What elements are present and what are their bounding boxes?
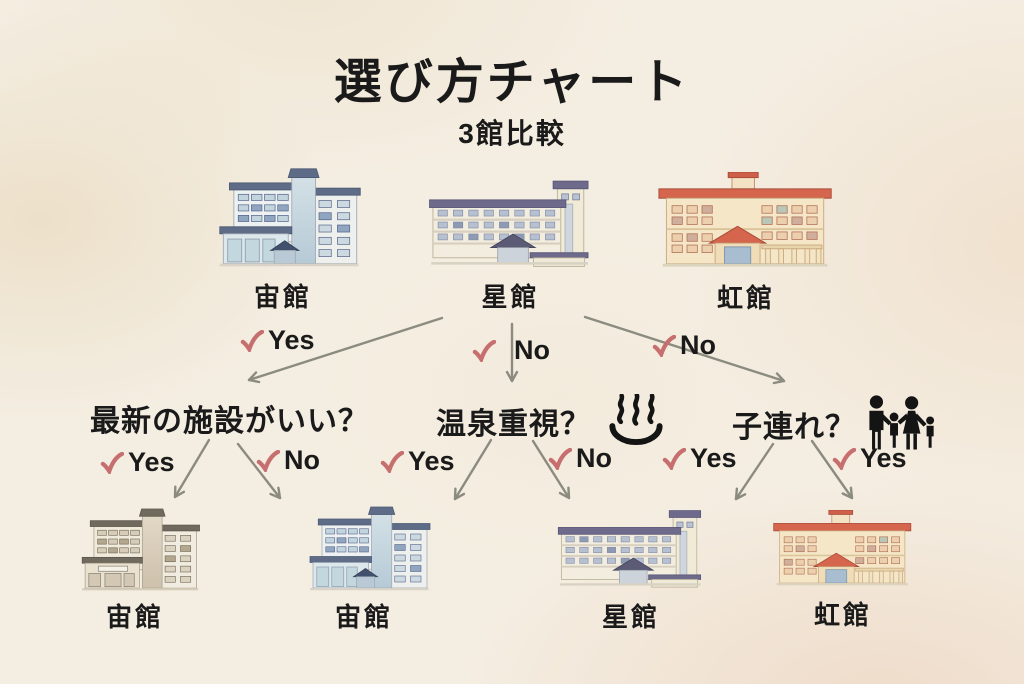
arrow-q1-yes — [173, 438, 211, 499]
arrow-q2-yes — [453, 438, 493, 501]
question-onsen: 温泉重視？ — [436, 394, 672, 448]
result-building-label: 星館 — [601, 602, 660, 632]
question-newest-facility: 最新の施設がいい？ — [90, 396, 369, 440]
branch-answer: No — [514, 335, 550, 365]
top-building-hoshi: 星館 — [428, 176, 593, 314]
branch-q1-yes: Yes — [100, 447, 175, 478]
branch-answer: Yes — [408, 446, 455, 476]
checkmark-icon — [256, 449, 280, 472]
result-building-label: 虹館 — [813, 600, 872, 630]
result-building-sora-2: 宙館 — [294, 504, 434, 634]
checkmark-icon — [472, 339, 496, 362]
building-illustration-blue — [309, 506, 431, 591]
checkmark-icon — [662, 447, 686, 470]
checkmark-icon — [240, 329, 264, 352]
branch-level1-yes: Yes — [240, 325, 315, 356]
page-subtitle: 3館比較 — [458, 118, 566, 149]
branch-q3-yes-left: Yes — [662, 443, 737, 474]
arrow-q2-no — [531, 439, 571, 500]
hot-spring-icon — [609, 394, 663, 445]
result-building-hoshi: 星館 — [556, 506, 706, 634]
result-building-niji: 虹館 — [772, 510, 914, 632]
top-building-label: 星館 — [481, 282, 540, 312]
branch-q3-yes-right: Yes — [832, 443, 907, 474]
arrow-q3-yes-left — [734, 442, 775, 501]
building-illustration-red — [773, 510, 912, 586]
checkmark-icon — [548, 447, 572, 470]
checkmark-icon — [100, 451, 124, 474]
building-illustration-tan — [81, 508, 200, 591]
building-illustration-purple — [429, 180, 589, 267]
branch-answer: Yes — [690, 443, 737, 473]
top-building-sora: 宙館 — [204, 162, 362, 314]
checkmark-icon — [380, 450, 404, 473]
branch-q2-no: No — [548, 443, 612, 474]
question-children: 子連れ？ — [732, 394, 953, 454]
branch-level1-no-center: No — [472, 335, 550, 366]
result-building-sora-1: 宙館 — [68, 506, 202, 634]
result-building-label: 宙館 — [105, 602, 164, 632]
page-title: 選び方チャート — [333, 56, 691, 109]
question-text: 温泉重視？ — [436, 408, 591, 441]
branch-answer: No — [576, 443, 612, 473]
arrow-q1-no — [236, 442, 282, 500]
top-building-label: 宙館 — [253, 282, 312, 312]
question-text: 最新の施設がいい？ — [90, 405, 369, 438]
question-text: 子連れ？ — [732, 411, 856, 444]
building-illustration-purple — [557, 510, 702, 588]
family-icon — [869, 395, 935, 450]
arrow-level1-no-right — [583, 315, 786, 385]
top-building-niji: 虹館 — [652, 172, 840, 315]
branch-answer: No — [284, 445, 320, 475]
arrow-q3-yes-right — [810, 439, 854, 500]
branch-level1-no-right: No — [652, 330, 716, 361]
branch-answer: No — [680, 330, 716, 360]
arrow-level1-yes — [247, 316, 444, 384]
branch-q2-yes: Yes — [380, 446, 455, 477]
building-illustration-blue — [219, 168, 361, 267]
result-building-label: 宙館 — [334, 602, 393, 632]
branch-q1-no: No — [256, 445, 320, 476]
building-illustration-red — [658, 172, 832, 267]
checkmark-icon — [652, 334, 676, 357]
branch-answer: Yes — [860, 443, 907, 473]
branch-answer: Yes — [128, 447, 175, 477]
checkmark-icon — [832, 447, 856, 470]
branch-answer: Yes — [268, 325, 315, 355]
top-building-label: 虹館 — [716, 283, 775, 313]
